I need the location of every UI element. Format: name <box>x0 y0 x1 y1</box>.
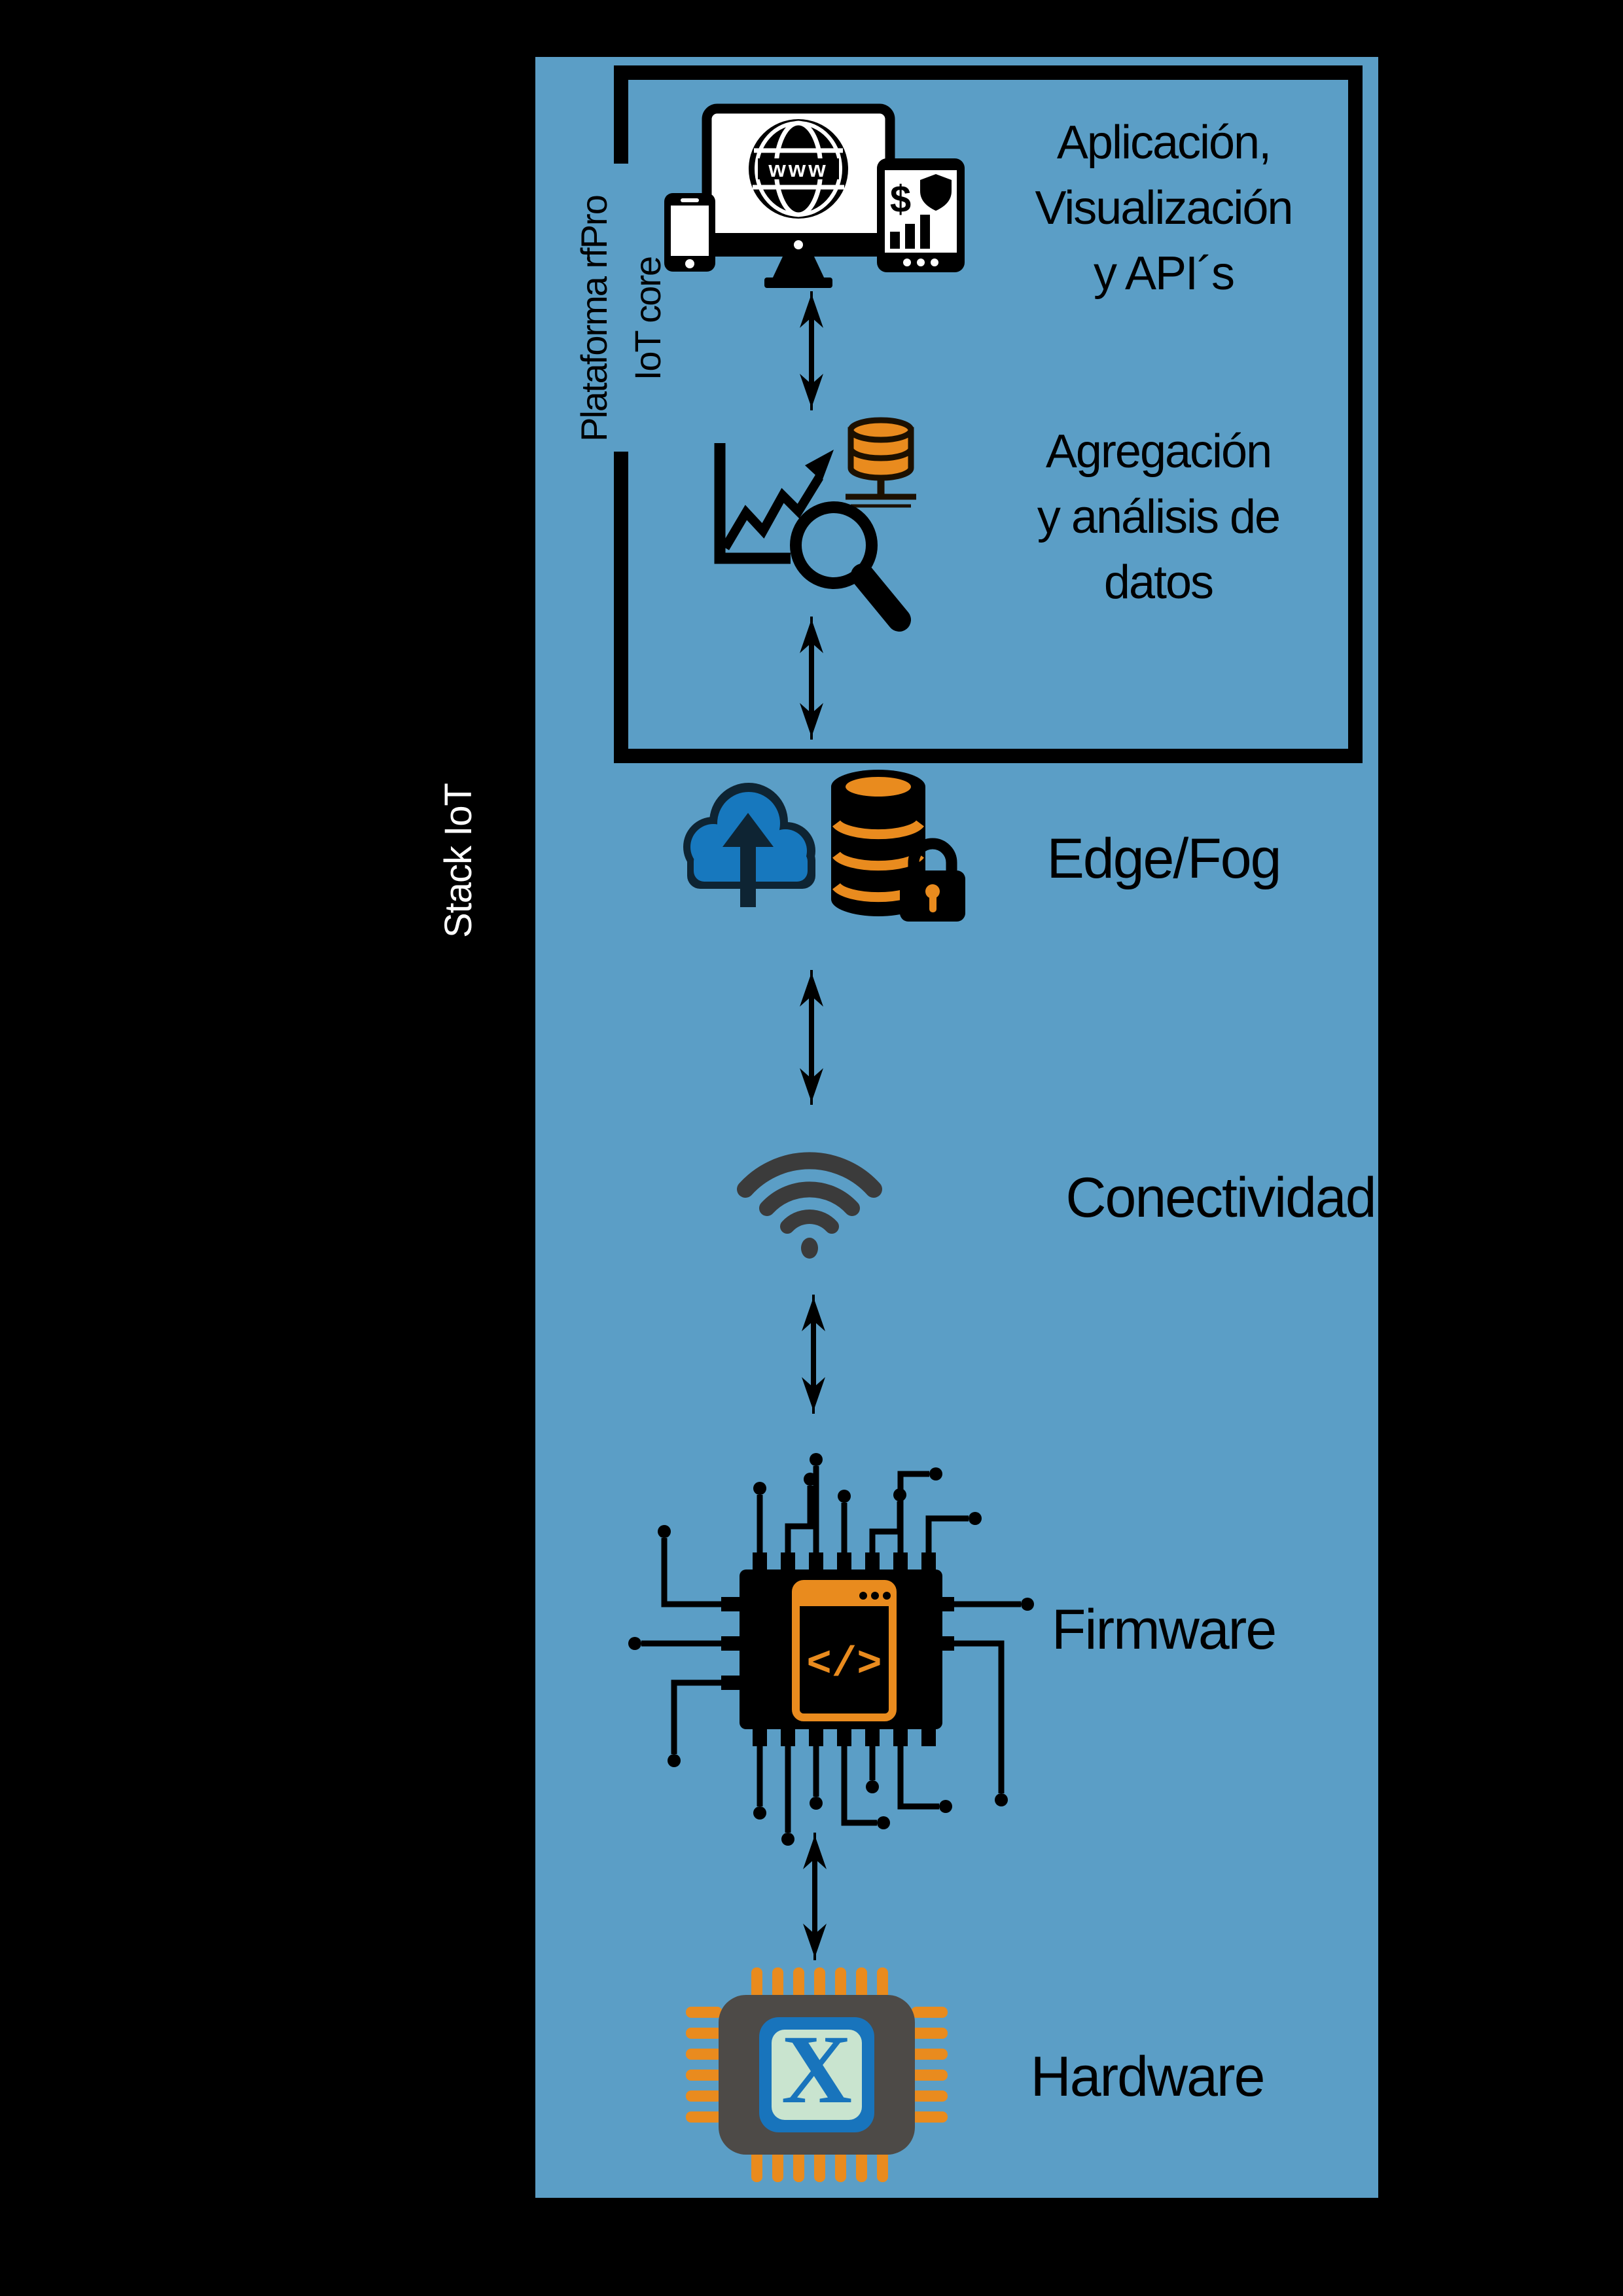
phone-icon <box>664 193 715 272</box>
chip-pins <box>721 1552 954 1746</box>
hardware-label: Hardware <box>938 2044 1357 2109</box>
double-arrow-firmware-hardware <box>803 1833 827 1960</box>
monitor-camera-dot <box>794 240 803 249</box>
tablet-shield-icon <box>920 174 952 211</box>
analytics-search-icon <box>714 417 916 632</box>
connectivity-label-text: Conectividad <box>1065 1166 1376 1229</box>
double-arrow-app-aggregation <box>800 291 823 410</box>
globe-www-text: www <box>768 157 828 182</box>
platform-box-border-left-top <box>614 65 628 164</box>
magnifier-lens <box>790 501 878 589</box>
application-label: Aplicación, Visualización y API´s <box>954 110 1373 306</box>
aggregation-label: Agregación y análisis de datos <box>949 419 1368 615</box>
trend-line <box>721 475 823 550</box>
edge-fog-label: Edge/Fog <box>954 826 1373 891</box>
platform-box-border-bottom <box>614 749 1363 763</box>
iot-stack-panel <box>535 57 1378 2198</box>
aggregation-label-line3: datos <box>1103 556 1214 609</box>
platform-box-border-top <box>614 65 1363 80</box>
cpu-logo-letter: X <box>781 2015 852 2124</box>
cpu-chip-icon: X <box>686 1967 948 2182</box>
trend-arrowhead <box>805 450 834 481</box>
devices-icon: www $ <box>664 103 965 288</box>
cpu-inner-mint <box>772 2030 862 2120</box>
stack-iot-title: Stack IoT <box>429 723 488 998</box>
www-globe-icon: www <box>749 119 848 219</box>
platform-label-line1: Plataforma rfPro <box>573 196 615 442</box>
stack-iot-title-text: Stack IoT <box>437 783 480 938</box>
cloud-upload-icon <box>683 783 815 907</box>
application-label-line1: Aplicación, <box>1056 117 1272 169</box>
code-text: </> <box>806 1641 882 1689</box>
tablet-icon: $ <box>877 158 965 272</box>
platform-box-border-left-bottom <box>614 452 628 763</box>
magnifier-handle <box>851 564 911 632</box>
double-arrow-edge-connectivity <box>800 970 823 1105</box>
cloud-database-lock-icon <box>683 770 965 922</box>
circuit-traces <box>628 1453 1034 1846</box>
double-arrow-aggregation-edge <box>800 617 823 740</box>
application-label-line3: y API´s <box>1093 247 1235 300</box>
tablet-dollar-text: $ <box>890 178 911 221</box>
aggregation-label-line1: Agregación <box>1045 425 1272 478</box>
application-label-line2: Visualización <box>1035 182 1294 234</box>
aggregation-label-line2: y análisis de <box>1037 491 1281 543</box>
code-window-icon: </> <box>792 1580 897 1721</box>
firmware-label: Firmware <box>954 1597 1373 1662</box>
chip-code-icon: </> <box>628 1453 1034 1846</box>
double-arrow-connectivity-firmware <box>802 1295 825 1414</box>
platform-box-border-right <box>1348 65 1363 763</box>
monitor-base <box>764 278 832 288</box>
lock-icon <box>900 838 965 922</box>
analytics-database-icon <box>846 417 916 508</box>
wifi-icon <box>737 1152 882 1259</box>
platform-label: Plataforma rfPro IoT core <box>565 116 677 522</box>
monitor-stand <box>772 257 825 279</box>
chart-axis <box>714 443 791 564</box>
hardware-label-text: Hardware <box>1030 2045 1266 2108</box>
edge-fog-label-text: Edge/Fog <box>1046 827 1282 890</box>
firmware-label-text: Firmware <box>1051 1598 1277 1661</box>
connectivity-label: Conectividad <box>1011 1165 1430 1230</box>
